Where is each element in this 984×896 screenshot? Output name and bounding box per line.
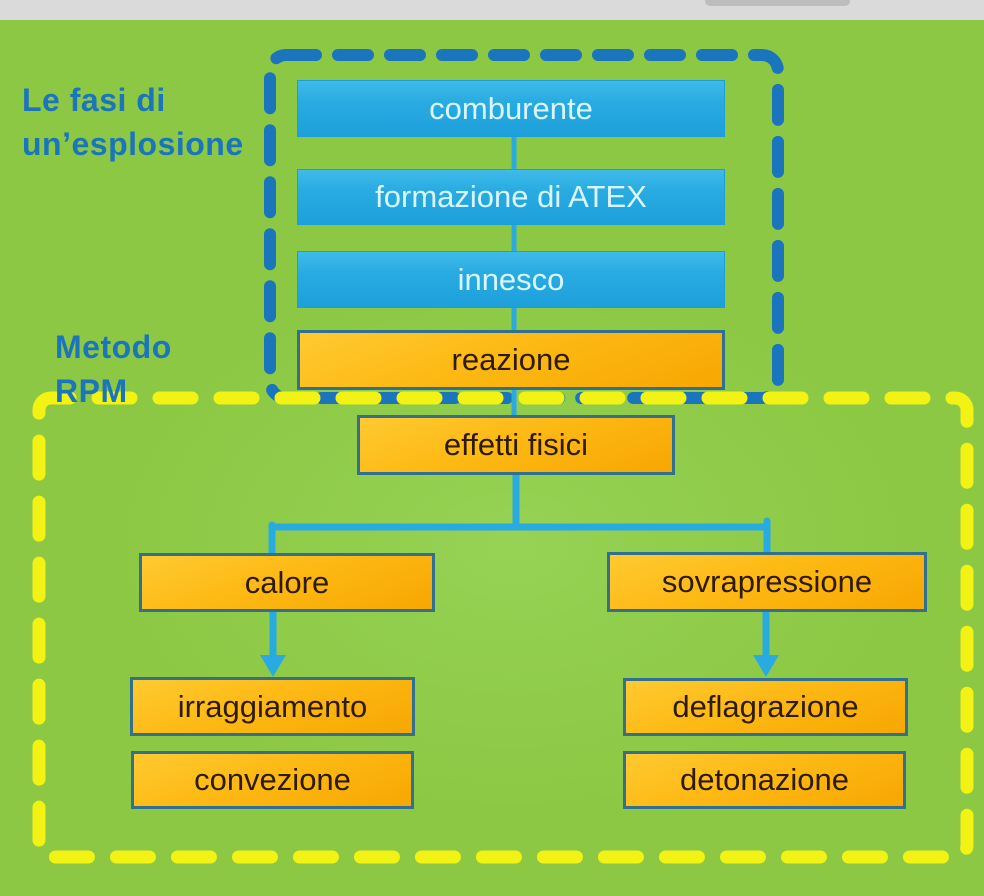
window-tab-handle xyxy=(705,0,850,6)
method-title-line2: RPM xyxy=(55,373,128,409)
flowchart-connectors-layer xyxy=(32,49,974,864)
node-irraggiamento: irraggiamento xyxy=(130,677,415,736)
slide-canvas: Le fasi di un’esplosione Metodo RPM comb… xyxy=(0,20,984,896)
arrow-sovrapressione-deflagrazione-head xyxy=(753,655,779,677)
method-title-line1: Metodo xyxy=(55,329,172,365)
node-convezione: convezione xyxy=(131,751,414,809)
node-innesco: innesco xyxy=(297,251,725,308)
rpm-group-dashed-border xyxy=(32,391,974,864)
node-effetti-fisici: effetti fisici xyxy=(357,415,675,475)
window-top-bar xyxy=(0,0,984,20)
phases-title-line2: un’esplosione xyxy=(22,126,244,162)
node-formazione-di-atex: formazione di ATEX xyxy=(297,169,725,225)
node-calore: calore xyxy=(139,553,435,612)
method-title: Metodo RPM xyxy=(55,325,172,413)
arrow-calore-irraggiamento-head xyxy=(260,655,286,677)
node-sovrapressione: sovrapressione xyxy=(607,552,927,612)
phases-title-line1: Le fasi di xyxy=(22,82,166,118)
node-reazione: reazione xyxy=(297,330,725,390)
node-comburente: comburente xyxy=(297,80,725,137)
node-deflagrazione: deflagrazione xyxy=(623,678,908,736)
node-detonazione: detonazione xyxy=(623,751,906,809)
phases-title: Le fasi di un’esplosione xyxy=(22,78,244,166)
